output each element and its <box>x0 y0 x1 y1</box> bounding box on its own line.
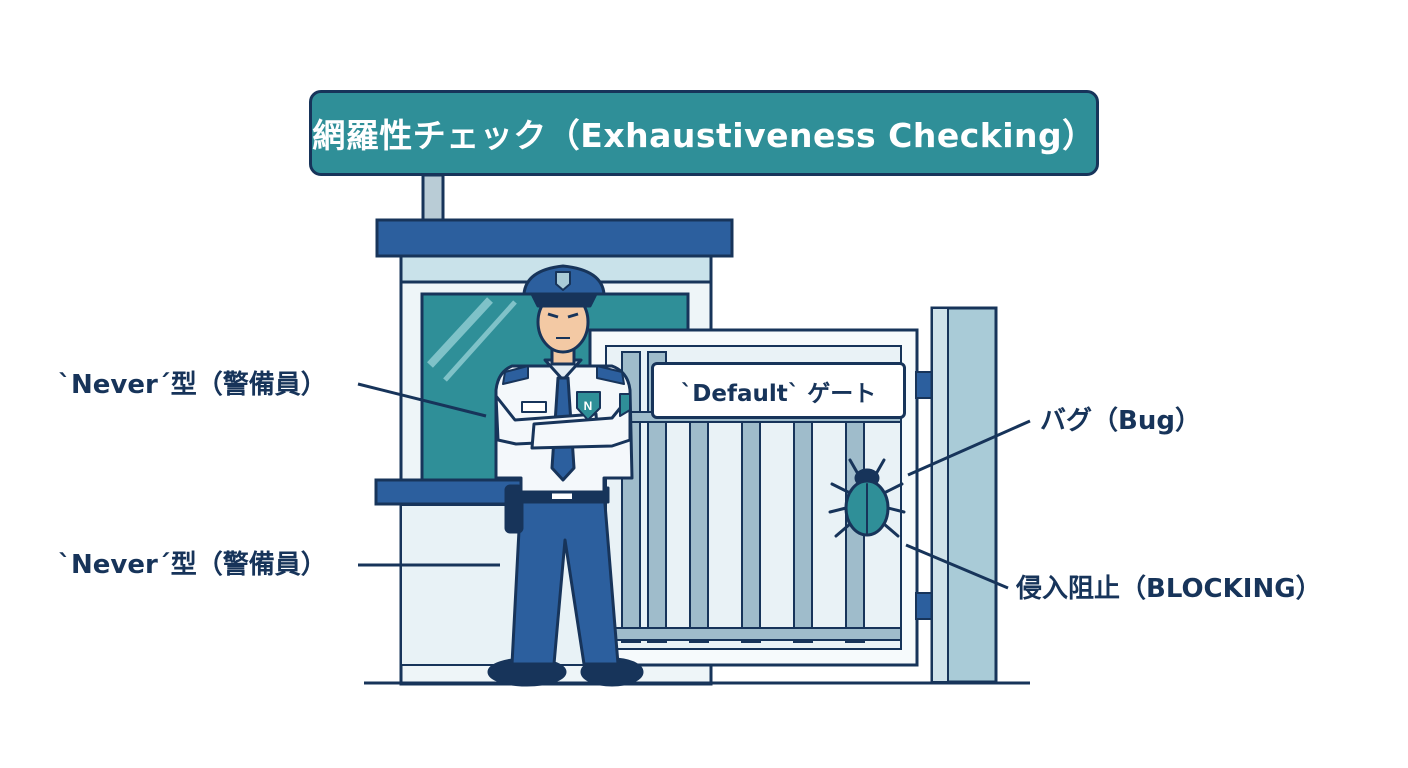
guard-trousers <box>510 490 620 666</box>
gate-sign: `Default` ゲート <box>651 362 906 419</box>
gate-rail <box>605 627 902 641</box>
guard-cap-visor <box>530 292 598 308</box>
callout-never-guard-top: `Never´型（警備員） <box>58 370 327 400</box>
title-banner: 網羅性チェック（Exhaustiveness Checking） <box>309 90 1099 176</box>
booth-roof <box>375 218 734 258</box>
guard-shield-badge <box>576 391 601 421</box>
bug-beetle <box>828 458 906 538</box>
guard-eyebrow <box>547 312 559 319</box>
gate-pillar-edge <box>931 307 949 683</box>
gate-bar <box>793 419 813 643</box>
gate-bar <box>741 419 761 643</box>
callout-line-bug <box>907 419 1031 477</box>
guard-holster <box>504 484 524 534</box>
window-glare <box>443 300 517 382</box>
guard-eyebrow <box>567 312 579 319</box>
guard-cap-badge <box>555 271 571 291</box>
window-glare <box>427 297 493 368</box>
gate-hinge <box>915 371 933 399</box>
guard-name-tag <box>521 401 547 413</box>
gate-bar <box>647 351 667 643</box>
callout-line-never-top <box>357 382 487 418</box>
callout-line-blocking <box>905 543 1009 590</box>
callout-never-guard-bottom: `Never´型（警備員） <box>58 550 327 580</box>
gate-bar <box>689 419 709 643</box>
guard-arm-right <box>530 394 632 450</box>
guard-figure: N <box>487 264 644 687</box>
banner-post <box>421 173 445 225</box>
gate-hinge <box>915 592 933 620</box>
callout-bug: バグ（Bug） <box>1040 406 1201 436</box>
guard-shoulder <box>502 365 529 385</box>
guard-sleeve-patch <box>619 393 631 417</box>
callout-blocking: 侵入阻止（BLOCKING） <box>1016 574 1322 604</box>
guard-badge-letter: N <box>584 399 593 413</box>
guard-shoulder <box>596 365 625 385</box>
